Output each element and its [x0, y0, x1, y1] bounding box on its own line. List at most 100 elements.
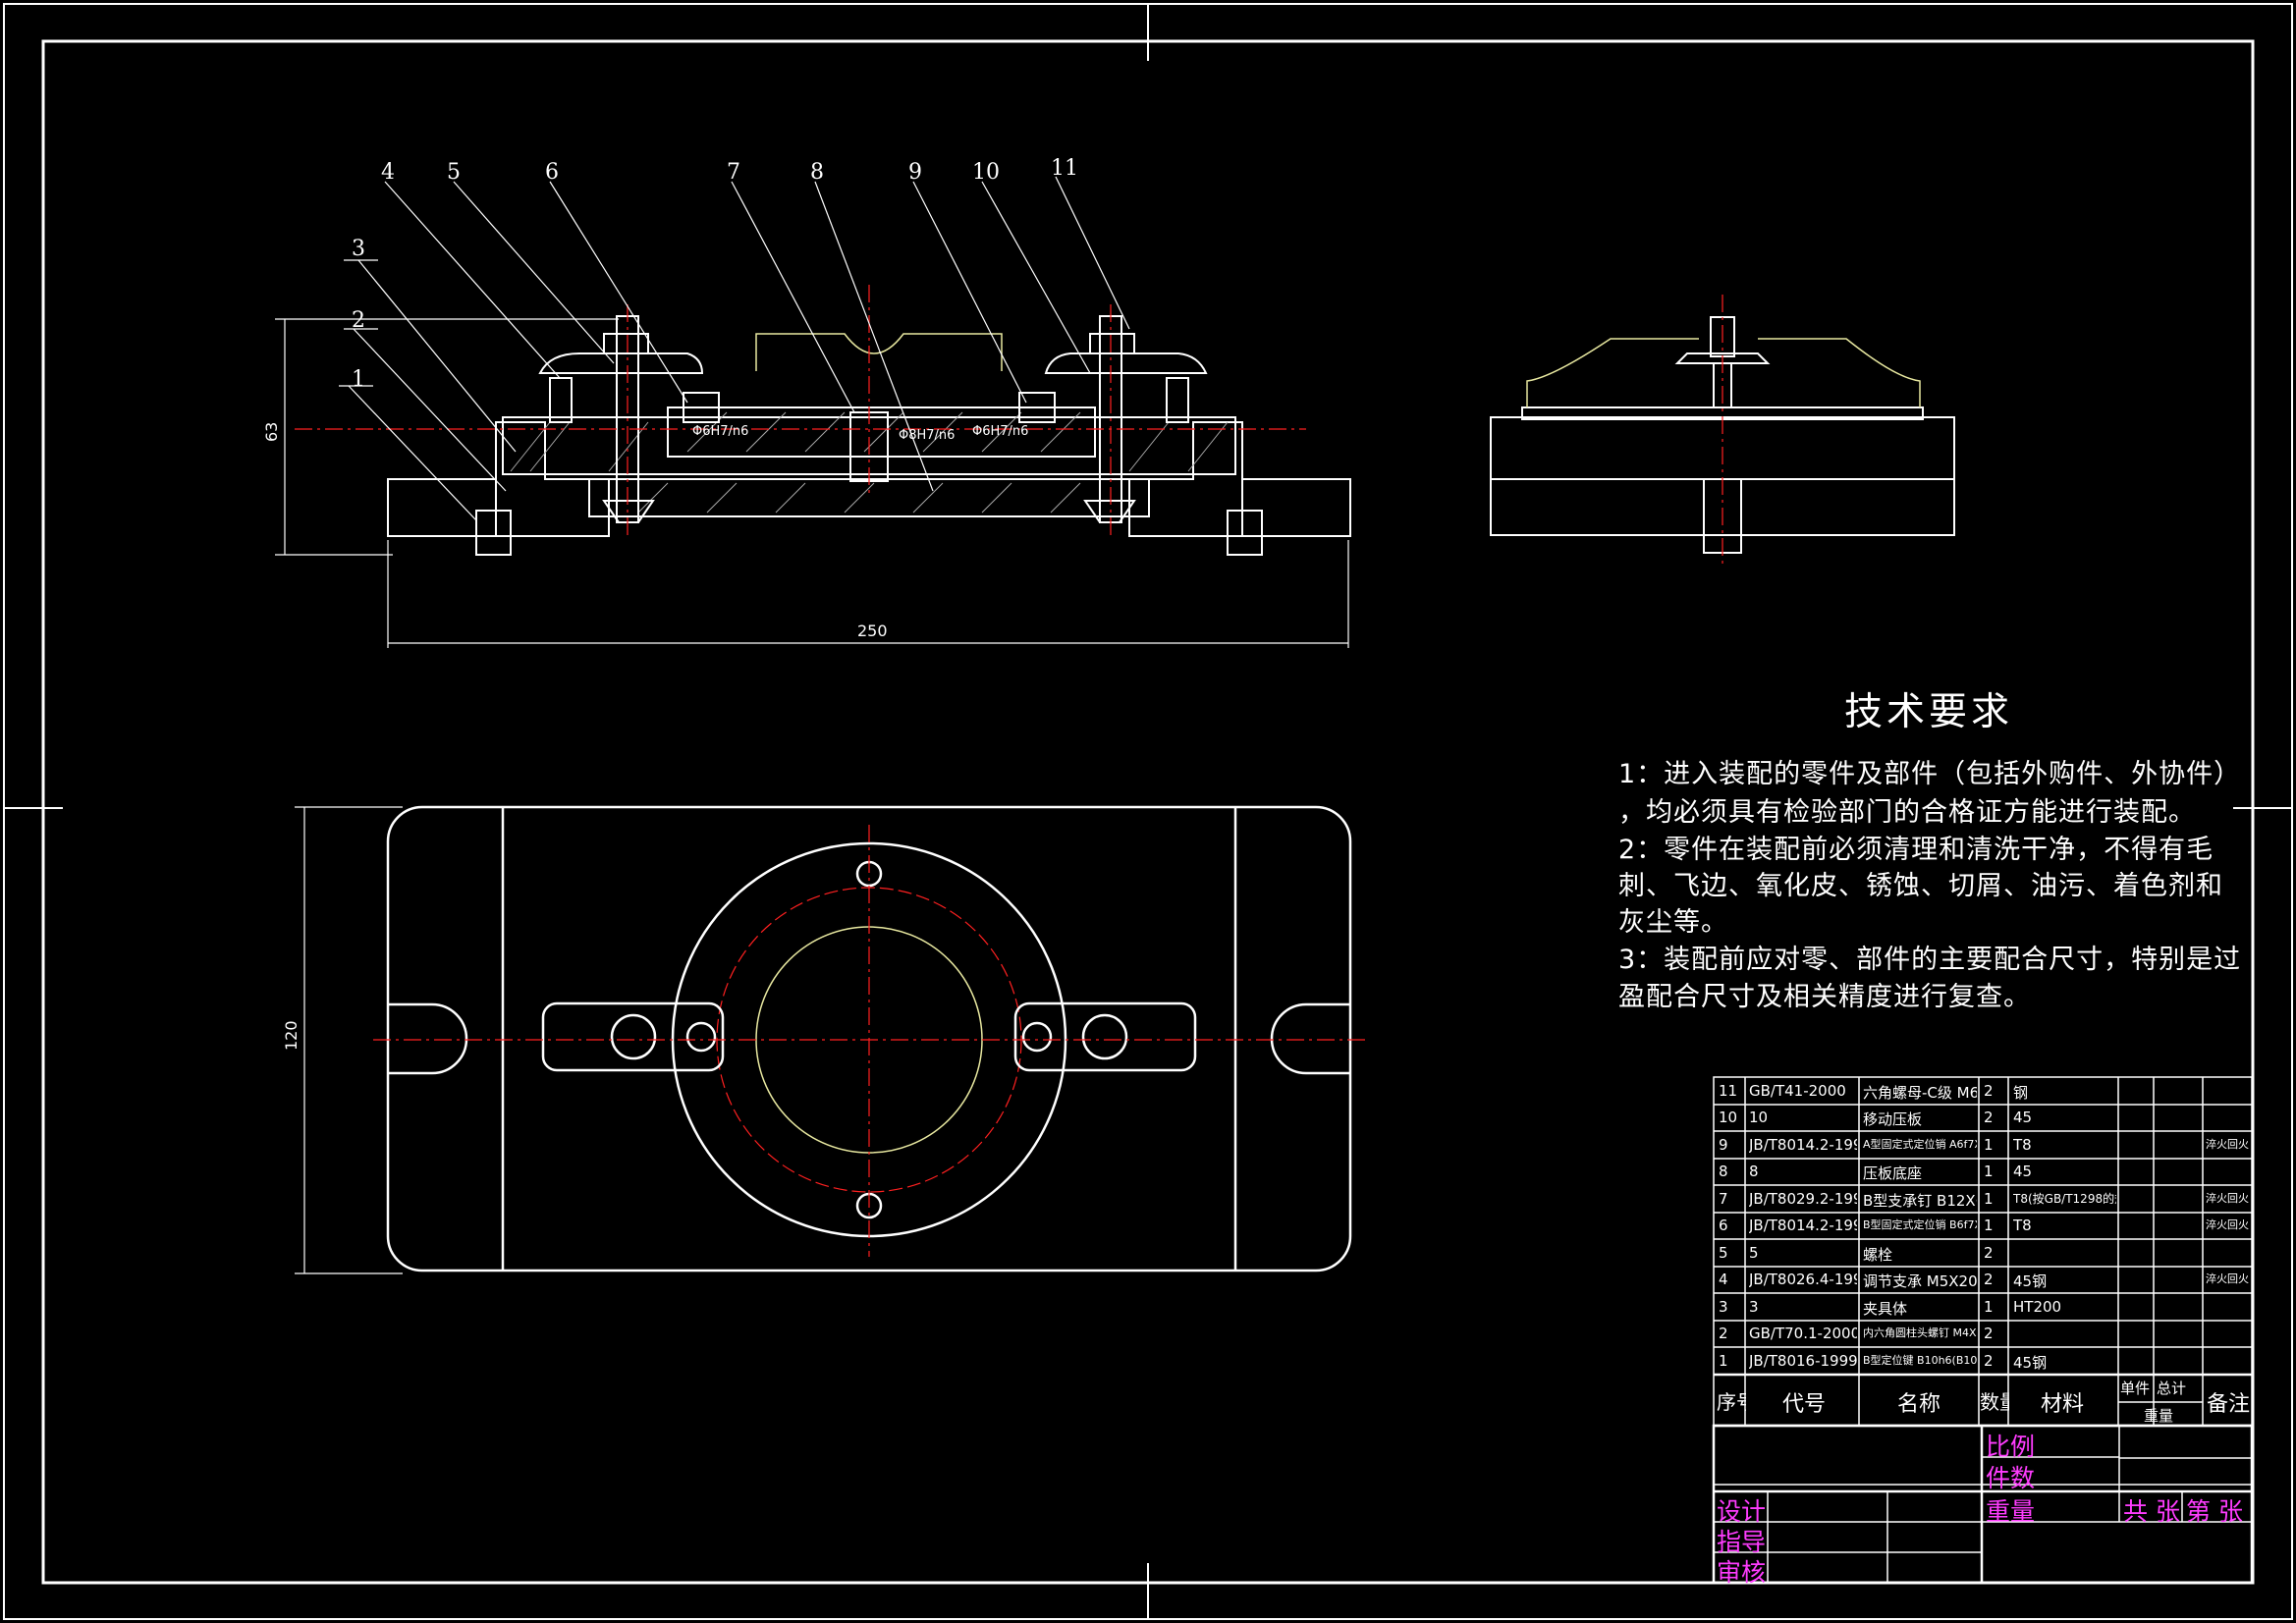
bom-qty: 2 [1984, 1244, 1994, 1262]
bom-no: 3 [1719, 1298, 1728, 1316]
bom-name: B型固定式定位销 B6f7X8 [1863, 1218, 1977, 1231]
bom-name: B型支承钉 B12X6 [1863, 1192, 1977, 1210]
balloon-1: 1 [352, 367, 365, 392]
bom-mat: T8 [2013, 1217, 2032, 1234]
requirement-line: 2：零件在装配前必须清理和清洗干净，不得有毛 [1618, 835, 2214, 865]
bom-qty: 2 [1984, 1271, 1994, 1288]
top-view-centerlines [373, 825, 1365, 1257]
tb-design: 设计 [1717, 1497, 1767, 1526]
bom-code: 3 [1749, 1298, 1759, 1316]
balloon-2: 2 [352, 308, 365, 333]
bom-mat: T8 [2013, 1136, 2032, 1154]
tb-weight: 重量 [1986, 1497, 2036, 1526]
bom-name: 螺栓 [1863, 1246, 1893, 1264]
bom-code: 8 [1749, 1163, 1759, 1180]
bom-no: 11 [1719, 1082, 1738, 1100]
bom-name: 移动压板 [1863, 1110, 1923, 1128]
drawing-frame [3, 3, 2293, 1620]
bom-note: 淬火回火 [2206, 1138, 2249, 1151]
bom-no: 10 [1719, 1109, 1738, 1126]
bom-code: GB/T41-2000 [1749, 1082, 1846, 1100]
title-block-grid [1712, 1424, 2254, 1585]
bom-name: 调节支承 M5X20 [1863, 1272, 1977, 1290]
tb-sheet: 第 张 [2186, 1497, 2243, 1526]
bom-qty: 1 [1984, 1298, 1994, 1316]
bom-mat: 钢 [2013, 1084, 2029, 1102]
balloon-10: 10 [972, 160, 1000, 185]
front-view-centerlines [295, 285, 1306, 540]
bom-code: JB/T8014.2-1999 [1749, 1136, 1857, 1154]
bom-note: 淬火回火 [2206, 1272, 2249, 1285]
balloon-6: 6 [545, 160, 559, 185]
tb-sheets: 共 张 [2123, 1497, 2180, 1526]
dimension-texts: 63 250 120 Φ6H7/n6 Φ8H7/n6 Φ6H7/n6 [262, 422, 1028, 1051]
bom-mat: 45钢 [2013, 1272, 2048, 1290]
bom-no: 8 [1719, 1163, 1728, 1180]
bom-mat: HT200 [2013, 1298, 2062, 1316]
requirements-title: 技术要求 [1844, 690, 2014, 734]
bom-no: 5 [1719, 1244, 1728, 1262]
balloon-7: 7 [727, 160, 740, 185]
bom-qty: 1 [1984, 1217, 1994, 1234]
bom-name: B型定位键 B10h6(B10h8) [1863, 1354, 1977, 1367]
balloon-9: 9 [908, 160, 922, 185]
requirement-line: 1：进入装配的零件及部件（包括外购件、外协件） [1618, 759, 2242, 789]
bom-qty: 1 [1984, 1136, 1994, 1154]
bom-note: 淬火回火 [2206, 1218, 2249, 1231]
tb-guide: 指导 [1717, 1528, 1767, 1556]
bom-header-qty: 数量 [1980, 1390, 2009, 1414]
bom-header-no: 序号 [1717, 1390, 1746, 1414]
balloon-leaders [339, 176, 1130, 521]
bom-code: JB/T8029.2-1999 [1749, 1190, 1857, 1208]
bom-code: JB/T8014.2-1999 [1749, 1217, 1857, 1234]
bom-no: 7 [1719, 1190, 1728, 1208]
bom-no: 9 [1719, 1136, 1728, 1154]
bom-mat: 45 [2013, 1163, 2033, 1180]
bom-mat: T8(按GB/T1298的规定) [2013, 1192, 2116, 1206]
balloon-labels: 1 2 3 4 5 6 7 8 9 10 11 [352, 156, 1078, 392]
bom-qty: 2 [1984, 1352, 1994, 1370]
bom-name: 夹具体 [1863, 1300, 1908, 1318]
balloon-4: 4 [381, 160, 395, 185]
dim-height: 63 [262, 422, 281, 442]
bom-qty: 2 [1984, 1109, 1994, 1126]
bom-code: JB/T8016-1999 [1749, 1352, 1857, 1370]
requirement-line: 盈配合尺寸及相关精度进行复查。 [1618, 982, 2031, 1012]
bom-code: GB/T70.1-2000 [1749, 1325, 1857, 1342]
bom-code: 5 [1749, 1244, 1759, 1262]
bom-header-unit: 单件 [2120, 1380, 2151, 1397]
dim-length: 250 [857, 622, 888, 640]
bom-note: 淬火回火 [2206, 1192, 2249, 1205]
requirement-line: ，均必须具有检验部门的合格证方能进行装配。 [1618, 797, 2196, 828]
dim-width: 120 [282, 1020, 301, 1051]
bom-mat: 45 [2013, 1109, 2033, 1126]
bom-header-name: 名称 [1897, 1392, 1941, 1417]
requirement-line: 灰尘等。 [1618, 907, 1728, 938]
bom-header-total: 总计 [2157, 1380, 2187, 1397]
requirement-line: 刺、飞边、氧化皮、锈蚀、切屑、油污、着色剂和 [1618, 871, 2223, 901]
balloon-5: 5 [447, 160, 461, 185]
bom-name: 压板底座 [1863, 1164, 1923, 1182]
bom-name: 内六角圆柱头螺钉 M4X20 [1863, 1326, 1977, 1339]
bom-grid [1713, 1076, 2253, 1486]
bom-name: A型固定式定位销 A6f7X8 [1863, 1138, 1977, 1151]
tb-scale: 比例 [1986, 1433, 2036, 1461]
requirement-line: 3：装配前应对零、部件的主要配合尺寸，特别是过 [1618, 945, 2242, 975]
tb-review: 审核 [1717, 1558, 1767, 1587]
bom-qty: 2 [1984, 1082, 1994, 1100]
bom-no: 6 [1719, 1217, 1728, 1234]
bom-no: 2 [1719, 1325, 1728, 1342]
balloon-11: 11 [1051, 156, 1078, 181]
fit-3: Φ6H7/n6 [972, 424, 1028, 439]
bom-qty: 2 [1984, 1325, 1994, 1342]
bom-header-code: 代号 [1782, 1392, 1827, 1417]
bom-header-note: 备注 [2207, 1392, 2251, 1417]
bom-header-weight: 重量 [2144, 1407, 2174, 1425]
tb-count: 件数 [1986, 1464, 2036, 1492]
bom-code: JB/T8026.4-1999 [1749, 1271, 1857, 1288]
balloon-8: 8 [810, 160, 824, 185]
bom-no: 1 [1719, 1352, 1728, 1370]
bom-code: 10 [1749, 1109, 1769, 1126]
bom-qty: 1 [1984, 1190, 1994, 1208]
